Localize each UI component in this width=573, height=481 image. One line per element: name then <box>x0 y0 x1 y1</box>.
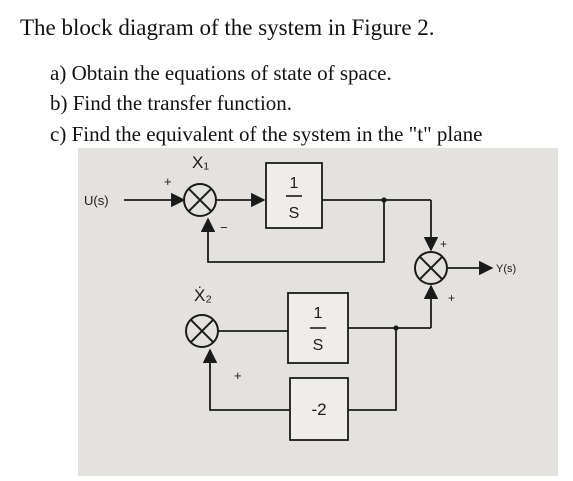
sum1-minus-sign: − <box>220 220 228 235</box>
gain-block-value: -2 <box>311 400 326 419</box>
feedback1-line <box>200 200 385 263</box>
block2-denominator: S <box>313 337 324 354</box>
output-label: Y(s) <box>496 263 516 275</box>
task-c-marker: c) <box>50 122 67 146</box>
gain-block <box>289 377 349 441</box>
task-a-text: Obtain the equations of state of space. <box>71 61 392 85</box>
feedback2-line <box>202 348 290 411</box>
junction-dot-2 <box>393 325 399 331</box>
task-a: a) Obtain the equations of state of spac… <box>50 60 392 86</box>
signal-lines <box>124 192 494 411</box>
input-label: U(s) <box>84 193 109 208</box>
summing-junction-2 <box>185 314 219 348</box>
summing-junction-1 <box>183 183 217 217</box>
task-b-marker: b) <box>50 91 68 115</box>
task-a-marker: a) <box>50 61 67 85</box>
summing-junction-output <box>414 251 448 285</box>
block2-numerator: 1 <box>314 305 323 322</box>
sum2-plus-sign: + <box>234 368 242 383</box>
sum3-plus-sign-top: + <box>440 237 447 251</box>
problem-title: The block diagram of the system in Figur… <box>20 15 435 40</box>
block-diagram: U(s) Y(s) X₁ Ẋ₂ 1 S 1 S -2 + − + + + <box>78 148 558 476</box>
block1-denominator: S <box>289 205 300 222</box>
state1-label: X₁ <box>192 153 209 172</box>
to-gain-line <box>348 328 397 411</box>
junction-dot-1 <box>381 197 387 203</box>
task-c-text: Find the equivalent of the system in the… <box>71 122 483 146</box>
task-c: c) Find the equivalent of the system in … <box>50 121 482 147</box>
block1-numerator: 1 <box>290 175 299 192</box>
state2-label: Ẋ₂ <box>194 286 212 305</box>
task-b: b) Find the transfer function. <box>50 90 292 116</box>
task-b-text: Find the transfer function. <box>72 91 293 115</box>
sum1-plus-sign: + <box>164 174 172 189</box>
sum3-plus-sign-bottom: + <box>448 291 455 305</box>
block-diagram-photo: U(s) Y(s) X₁ Ẋ₂ 1 S 1 S -2 + − + + + <box>78 148 558 476</box>
